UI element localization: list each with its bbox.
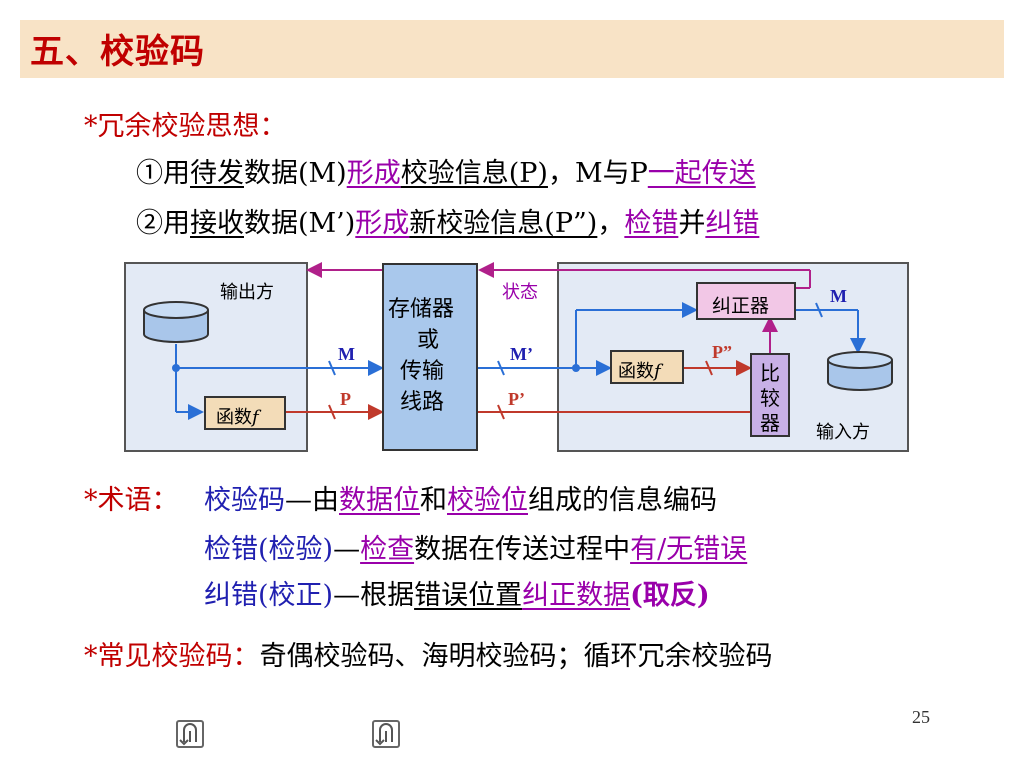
idea-l2-g: 检错 bbox=[624, 208, 679, 239]
slide-title: 五、校验码 bbox=[30, 32, 205, 72]
corrector-box: 纠正器 bbox=[696, 282, 796, 320]
nav-back-button[interactable] bbox=[176, 720, 204, 748]
idea-line-1: ①用待发数据(M)形成校验信息(P)，M与P一起传送 bbox=[136, 151, 756, 190]
storage-line-1: 存储器 bbox=[388, 297, 455, 322]
idea-l1-e: 校验信息(P) bbox=[400, 158, 548, 189]
idea-l2-a: ②用 bbox=[136, 208, 190, 239]
idea-l1-a: ①用 bbox=[136, 158, 190, 189]
term-1-d: 和 bbox=[420, 485, 447, 516]
sender-function-var: f bbox=[252, 407, 259, 428]
label-P-new: P” bbox=[712, 342, 732, 362]
receiver-function-box: 函数f bbox=[610, 350, 684, 384]
label-M-out: M bbox=[830, 286, 847, 306]
term-1-e: 校验位 bbox=[447, 485, 528, 516]
title-bar bbox=[20, 20, 1004, 78]
storage-line-3: 传输 bbox=[400, 359, 445, 384]
receiver-label: 输入方 bbox=[816, 422, 870, 443]
sender-disk-icon bbox=[143, 301, 209, 343]
idea-l1-d: 形成 bbox=[346, 158, 401, 189]
term-1-c: 数据位 bbox=[339, 485, 420, 516]
idea-l2-b: 接收 bbox=[190, 208, 244, 239]
storage-line-4: 线路 bbox=[400, 390, 445, 415]
nav-return-button[interactable] bbox=[372, 720, 400, 748]
corrector-label: 纠正器 bbox=[712, 295, 770, 317]
term-1-b: —由 bbox=[285, 485, 339, 516]
term-line-1: 校验码—由数据位和校验位组成的信息编码 bbox=[204, 478, 717, 517]
idea-l2-i: 纠错 bbox=[705, 208, 760, 239]
page-number: 25 bbox=[912, 707, 930, 727]
idea-line-2: ②用接收数据(M’)形成新校验信息(P”)，检错并纠错 bbox=[136, 201, 759, 240]
receiver-disk-icon bbox=[827, 351, 893, 391]
term-line-3: 纠错(校正)—根据错误位置纠正数据(取反) bbox=[204, 573, 710, 612]
idea-l2-c: 数据(M’) bbox=[244, 208, 356, 239]
label-P: P bbox=[340, 389, 351, 409]
status-label: 状态 bbox=[502, 282, 538, 303]
sender-function-box: 函数f bbox=[204, 396, 286, 430]
term-2-a: 检错(检验) bbox=[204, 534, 334, 565]
sender-function-label: 函数f bbox=[216, 407, 259, 428]
idea-l1-b: 待发 bbox=[190, 158, 244, 189]
receiver-function-var: f bbox=[654, 361, 661, 382]
common-heading: *常见校验码： bbox=[84, 641, 260, 672]
idea-l2-e: 新校验信息(P”) bbox=[409, 208, 598, 239]
comparator-line-2: 较 bbox=[760, 386, 780, 410]
idea-l2-h: 并 bbox=[678, 208, 706, 239]
term-line-2: 检错(检验)—检查数据在传送过程中有/无错误 bbox=[204, 527, 747, 566]
sender-label: 输出方 bbox=[220, 282, 274, 303]
common-body: 奇偶校验码、海明校验码；循环冗余校验码 bbox=[259, 641, 773, 672]
comparator-line-3: 器 bbox=[760, 411, 780, 435]
comparator-box: 比 较 器 bbox=[750, 353, 790, 437]
term-1-f: 组成的信息编码 bbox=[528, 485, 717, 516]
idea-l1-c: 数据(M) bbox=[244, 158, 347, 189]
storage-line-2: 或 bbox=[417, 328, 440, 353]
return-arrow-icon bbox=[179, 723, 197, 746]
terms-heading: *术语： bbox=[84, 485, 179, 516]
check-code-diagram: 输出方 输入方 函数f 存储器 或 传输 线路 状态 纠正器 函数f 比 较 器… bbox=[124, 258, 910, 453]
common-codes-line: *常见校验码：奇偶校验码、海明校验码；循环冗余校验码 bbox=[84, 634, 773, 673]
return-arrow-icon bbox=[375, 723, 393, 746]
idea-heading: *冗余校验思想： bbox=[84, 111, 287, 142]
idea-l1-f: ，M与P bbox=[547, 158, 648, 189]
label-M-received: M’ bbox=[510, 344, 533, 364]
idea-l1-g: 一起传送 bbox=[647, 158, 756, 189]
term-1-a: 校验码 bbox=[204, 485, 285, 516]
term-2-e: 有/无错误 bbox=[630, 534, 748, 565]
term-3-a: 纠错(校正) bbox=[204, 580, 334, 611]
label-M: M bbox=[338, 344, 355, 364]
term-3-e: (取反) bbox=[630, 580, 710, 611]
term-2-c: 检查 bbox=[360, 534, 415, 565]
idea-l2-f: ， bbox=[597, 208, 625, 239]
storage-box: 存储器 或 传输 线路 bbox=[382, 263, 478, 451]
receiver-function-label: 函数f bbox=[618, 361, 661, 382]
term-3-d: 纠正数据 bbox=[522, 580, 631, 611]
term-2-d: 数据在传送过程中 bbox=[414, 534, 631, 565]
term-3-c: 错误位置 bbox=[414, 580, 523, 611]
idea-l2-d: 形成 bbox=[355, 208, 410, 239]
term-2-b: — bbox=[333, 534, 361, 565]
comparator-line-1: 比 bbox=[760, 361, 780, 385]
label-P-received: P’ bbox=[508, 389, 525, 409]
term-3-b: —根据 bbox=[333, 580, 415, 611]
